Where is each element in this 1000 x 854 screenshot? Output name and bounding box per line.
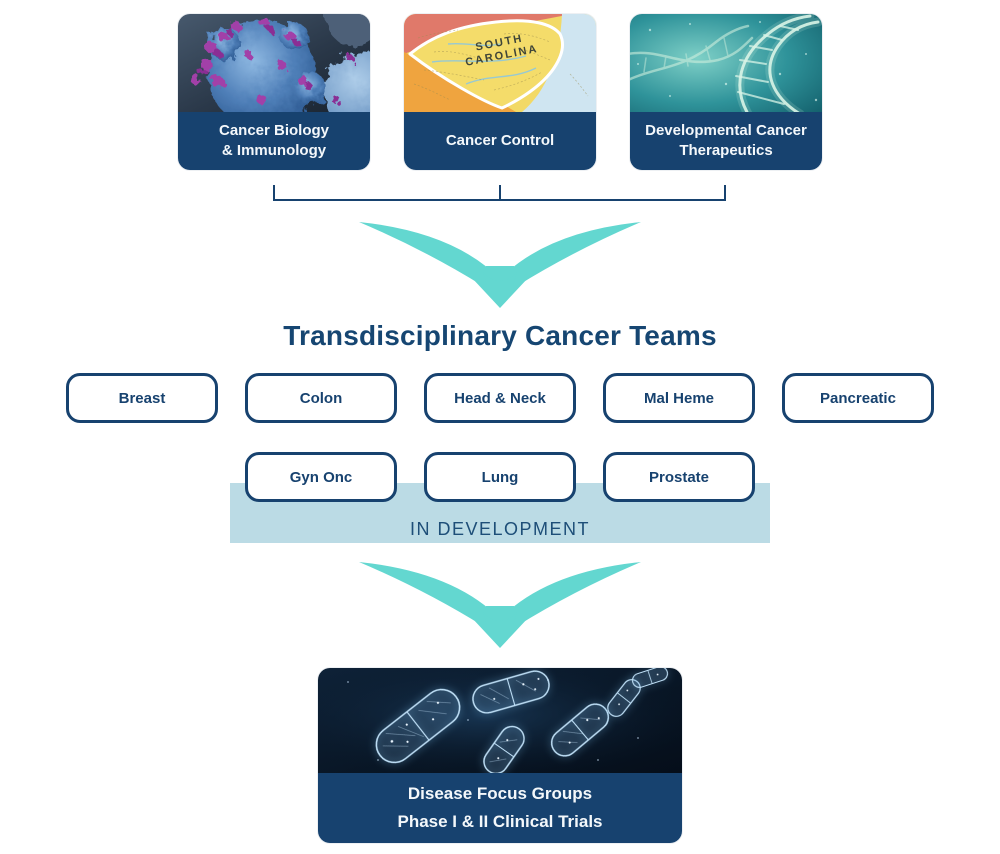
team-pill-pancreatic: Pancreatic: [782, 373, 934, 423]
teams-row-1: Breast Colon Head & Neck Mal Heme Pancre…: [0, 373, 1000, 423]
team-pill-label: Prostate: [648, 468, 710, 486]
program-card-label: Cancer Biology & Immunology: [178, 112, 370, 170]
program-card-label: Developmental Cancer Therapeutics: [630, 112, 822, 170]
team-pill-head-neck: Head & Neck: [424, 373, 576, 423]
team-pill-prostate: Prostate: [603, 452, 755, 502]
page-title: Transdisciplinary Cancer Teams: [283, 320, 717, 351]
team-pill-label: Pancreatic: [820, 389, 896, 407]
disease-focus-card: Disease Focus Groups Phase I & II Clinic…: [318, 668, 682, 843]
disease-focus-card-label: Disease Focus Groups Phase I & II Clinic…: [318, 773, 682, 843]
program-label-line: & Immunology: [221, 142, 327, 159]
team-pill-label: Colon: [299, 389, 343, 407]
program-label-line: Cancer Biology: [218, 122, 330, 139]
team-pill-label: Head & Neck: [454, 389, 546, 407]
disease-focus-line2: Phase I & II Clinical Trials: [397, 812, 603, 831]
teams-row-2: Gyn Onc Lung Prostate: [0, 452, 1000, 502]
team-pill-breast: Breast: [66, 373, 218, 423]
program-card-label: Cancer Control: [404, 112, 596, 170]
connector-bracket: [273, 185, 726, 201]
team-pill-label: Breast: [118, 389, 166, 407]
team-pill-label: Lung: [481, 468, 519, 486]
clinical-trial-capsules-photo: [318, 668, 682, 773]
south-carolina-map-photo: SOUTH CAROLINA: [404, 14, 596, 112]
in-development-label: IN DEVELOPMENT: [409, 519, 591, 539]
team-pill-label: Gyn Onc: [289, 468, 353, 486]
cancer-cell-immunology-photo: [178, 14, 370, 112]
team-pill-label: Mal Heme: [643, 389, 715, 407]
team-pill-lung: Lung: [424, 452, 576, 502]
program-card-developmental-cancer-therapeutics: Developmental Cancer Therapeutics: [630, 14, 822, 170]
program-label-line: Cancer Control: [445, 132, 555, 149]
team-pill-mal-heme: Mal Heme: [603, 373, 755, 423]
merge-arrow-icon: [355, 216, 645, 310]
merge-arrow-icon: [355, 556, 645, 650]
program-label-line: Therapeutics: [679, 142, 773, 159]
disease-focus-line1: Disease Focus Groups: [407, 784, 593, 803]
connector-bracket-mid-tick: [498, 185, 501, 199]
program-label-line: Developmental Cancer: [645, 122, 807, 139]
program-card-cancer-biology-immunology: Cancer Biology & Immunology: [178, 14, 370, 170]
dna-helix-photo: [630, 14, 822, 112]
program-card-cancer-control: SOUTH CAROLINA Cancer Control: [404, 14, 596, 170]
team-pill-colon: Colon: [245, 373, 397, 423]
team-pill-gyn-onc: Gyn Onc: [245, 452, 397, 502]
